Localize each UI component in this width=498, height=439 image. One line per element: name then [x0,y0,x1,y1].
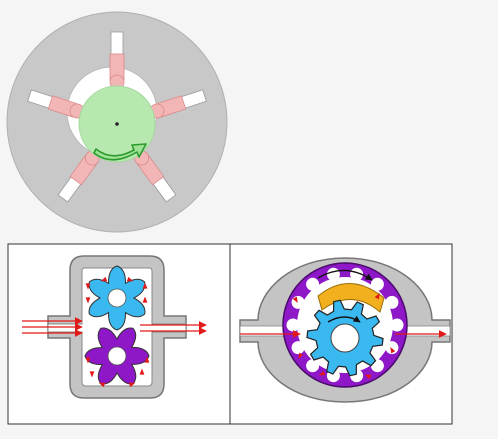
flow-triangle-icon [85,283,91,290]
rotor-center-dot [115,122,119,126]
flow-triangle-icon [128,382,136,388]
flow-triangle-icon [292,296,298,303]
driving-gear [88,265,146,331]
cylinder-3 [134,150,177,203]
ring-gear-tooth-gap [286,318,300,332]
curved-arrow-icon [93,143,147,161]
cylinder-2 [149,89,207,119]
radial-piston-pump [6,11,228,233]
gear-hub [107,346,127,366]
flow-triangle-icon [139,368,145,375]
flow-triangle-icon [144,356,150,363]
rotation-arrow-icon [327,315,361,323]
external-gear-pump [7,243,231,425]
cylinder-5 [27,89,85,119]
fluid-pocket-arrows [85,276,150,388]
flow-triangle-icon [100,276,108,282]
fluid-pocket-arrows [292,293,396,380]
rotation-arrow-icon [317,269,373,281]
flow-triangle-icon [374,293,380,300]
ring-gear-tooth-gap [390,318,404,332]
flow-triangle-icon [390,347,396,354]
piston-group [27,31,207,203]
flow-triangle-icon [98,382,106,388]
flow-triangle-icon [142,296,148,303]
cylinder-1 [109,31,125,90]
flow-triangle-icon [298,352,304,359]
inner-gear [306,299,384,377]
inner-gear-hub [330,323,360,353]
flow-arrows [22,317,207,337]
flow-triangle-icon [318,370,326,376]
internal-gear-pump [229,243,453,425]
flow-triangle-icon [126,276,134,282]
flow-triangle-icon [89,371,95,378]
flow-triangle-icon [85,297,91,304]
flow-triangle-icon [142,282,148,289]
driven-gear [84,327,150,385]
gear-hub [107,288,127,308]
flow-triangle-icon [364,374,372,380]
flow-triangle-icon [85,357,91,364]
cylinder-bore [110,31,124,57]
